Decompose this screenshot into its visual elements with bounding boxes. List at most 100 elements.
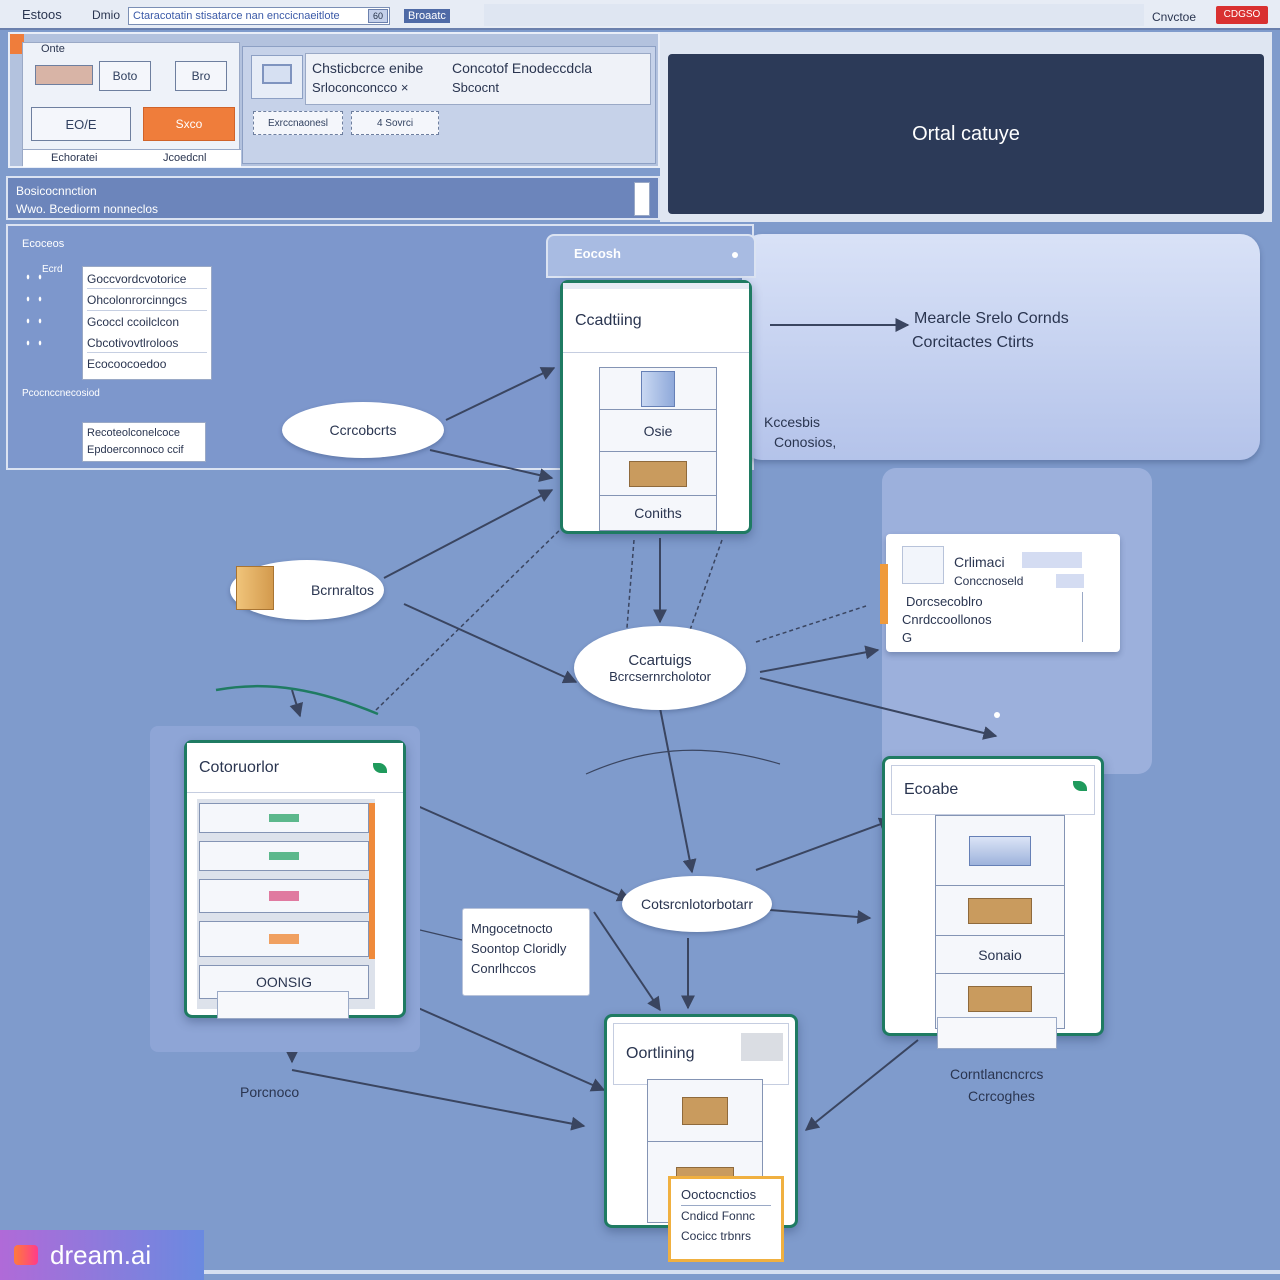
sidebar-list-item[interactable]: Ohcolonrorcinngcs [87, 289, 207, 311]
sidebar-list-item[interactable]: Cbcotivovtlroloos [87, 333, 207, 353]
title-bar: Estoos Dmio Ctaracotatin stisatarce nan … [0, 0, 1280, 30]
arrow [403, 603, 578, 684]
drawer[interactable] [199, 921, 369, 957]
mid-note-line-1: Mngocetnocto [471, 921, 553, 936]
bubble-node[interactable]: Cotsrcnlotorbotarr [622, 876, 772, 932]
drawer-handle [269, 934, 299, 944]
info-card-toggle[interactable] [1056, 574, 1084, 588]
info-card-line-1: Crlimaci [954, 554, 1005, 570]
box-icon [629, 460, 687, 487]
right-panel-side-2: Conosios, [774, 434, 837, 450]
drawer[interactable] [199, 841, 369, 871]
arrow [291, 1069, 586, 1131]
info-card-highlight [1022, 552, 1082, 568]
top-card-slot-image[interactable] [600, 368, 716, 410]
info-text-box: Chsticbcrce enibe Srloconconcco × Concot… [305, 53, 651, 105]
bubble-sublabel: Bcrcsernrcholotor [609, 669, 711, 684]
arrow [769, 909, 872, 924]
action-button[interactable]: Sxco [143, 107, 235, 141]
left-card-tray[interactable] [217, 991, 349, 1019]
drawer[interactable] [199, 879, 369, 913]
sidebar-list-item[interactable]: Ecocoocoedoo [87, 357, 167, 371]
scrollbar[interactable] [634, 182, 650, 216]
tool-button-1[interactable]: Boto [99, 61, 151, 91]
top-card-stack: Osie Coniths [599, 367, 717, 531]
dot-icon [994, 712, 1000, 718]
close-button[interactable]: CDGSO [1216, 6, 1268, 24]
dashed-link [689, 539, 723, 631]
top-card-header: Eocosh [546, 234, 756, 278]
dashed-link [375, 519, 571, 711]
left-card-orange-bar [369, 803, 375, 959]
left-card[interactable]: Cotoruorlor OONSIG [184, 740, 406, 1019]
mid-note-line-2: Soontop Cloridly [471, 941, 567, 956]
mid-note: Mngocetnocto Soontop Cloridly Conrlhccos [462, 908, 590, 996]
bottom-note-line-1: Cndicd Fonnc [681, 1209, 756, 1223]
dashed-link [755, 605, 867, 643]
left-card-title: Cotoruorlor [187, 743, 403, 793]
right-panel-side-1: Kccesbis [764, 414, 821, 430]
bubble-label: Bcrnraltos [310, 582, 374, 598]
watermark: dream.ai [0, 1230, 204, 1280]
sidebar-dots [22, 266, 50, 356]
info-line-4: Sbcocnt [452, 80, 499, 95]
arrow [429, 449, 554, 483]
right-card-slot-box[interactable] [936, 974, 1064, 1024]
right-card[interactable]: Ecoabe Sonaio [882, 756, 1104, 1049]
dark-panel-frame: Ortal catuye [660, 32, 1272, 222]
info-line-2: Srloconconcco × [312, 80, 409, 95]
wave-line [585, 749, 781, 775]
info-card[interactable]: Crlimaci Conccnoseld Dorcsecoblro Cnrdcc… [880, 534, 1120, 652]
toolbar-inner: Onte Boto Bro EO/E Sxco Echoratei Jcoedc… [22, 42, 241, 167]
leaf-icon [1073, 781, 1087, 791]
drawer-handle [269, 891, 299, 901]
menu-item[interactable]: Dmio [92, 8, 121, 22]
tool-button-2[interactable]: Bro [175, 61, 227, 91]
dark-panel-title: Ortal catuye [912, 122, 1020, 145]
wave-line [419, 929, 463, 941]
bubble-node[interactable]: Ccartuigs Bcrcsernrcholotor [574, 626, 746, 710]
info-small-button-1[interactable]: Exrccnaonesl [253, 111, 343, 135]
app-title: Estoos [22, 7, 62, 22]
bubble-node[interactable]: Ccrcobcrts [282, 402, 444, 458]
info-card-line-5: G [902, 630, 913, 645]
top-card[interactable]: Ccadtiing Osie Coniths [560, 280, 752, 534]
right-menu[interactable]: Broaatc [404, 9, 450, 23]
right-card-tray[interactable] [937, 1017, 1057, 1049]
bottom-note-title: Ooctocnctios [681, 1185, 771, 1206]
address-bar[interactable]: Ctaracotatin stisatarce nan enccicnaeitl… [128, 7, 390, 25]
info-line-3: Concotof Enodeccdcla [452, 60, 593, 76]
arrow [755, 817, 894, 871]
bottom-card[interactable]: Oortlining [604, 1014, 798, 1228]
top-card-slot-2[interactable]: Coniths [600, 496, 716, 530]
right-card-slot-box[interactable] [936, 886, 1064, 936]
info-small-button-2[interactable]: 4 Sovrci [351, 111, 439, 135]
address-badge[interactable]: 60 [368, 9, 388, 23]
top-card-slot-1[interactable]: Osie [600, 410, 716, 452]
info-card-divider [1082, 592, 1083, 642]
sidebar-list-item[interactable]: Gcoccl ccoilclcon [87, 315, 180, 329]
device-icon [969, 835, 1031, 866]
sidebar-list-item[interactable]: Goccvordcvotorice [87, 269, 207, 289]
right-card-slot-image[interactable] [936, 816, 1064, 886]
sidebar-item-tag: Ecrd [42, 264, 63, 275]
mid-note-line-3: Conrlhccos [471, 961, 537, 976]
sidebar-note: Recoteolconelcoce Epdoerconnoco ccif [82, 422, 206, 462]
sidebar-note-line-2: Epdoerconnoco ccif [87, 444, 184, 456]
bubble-label: Cotsrcnlotorbotarr [640, 896, 754, 912]
watermark-text: dream.ai [50, 1239, 152, 1270]
watermark-logo-icon [14, 1245, 38, 1265]
drawer[interactable] [199, 803, 369, 833]
swatch-button[interactable] [35, 65, 93, 85]
top-card-slot-box[interactable] [600, 452, 716, 496]
right-card-slot-label[interactable]: Sonaio [936, 936, 1064, 974]
arrow [593, 911, 661, 1012]
left-card-stack: OONSIG [197, 799, 375, 1009]
right-card-title: Ecoabe [891, 765, 1095, 815]
info-line-1: Chsticbcrce enibe [312, 60, 424, 76]
box-icon [236, 566, 274, 610]
sidebar-list: Goccvordcvotorice Ohcolonrorcinngcs Gcoc… [82, 266, 212, 380]
bottom-card-slot-box[interactable] [648, 1080, 762, 1142]
save-button[interactable]: EO/E [31, 107, 131, 141]
